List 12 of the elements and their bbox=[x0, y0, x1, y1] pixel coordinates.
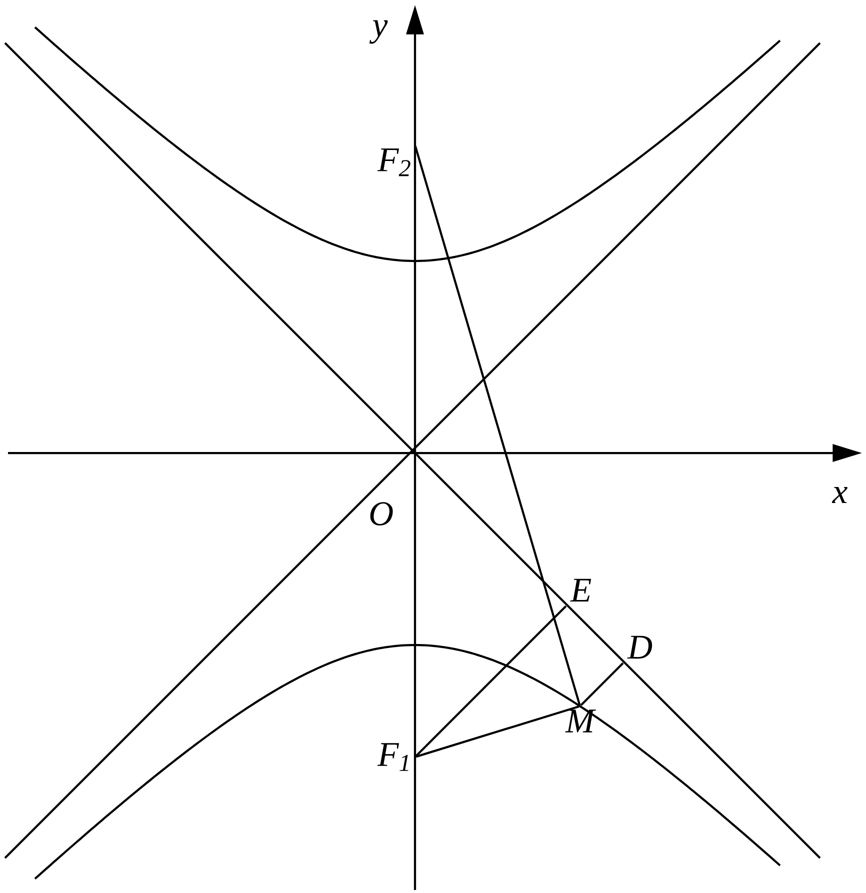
axis-label: y bbox=[369, 20, 388, 44]
point-label: F$_{2}$ bbox=[377, 148, 410, 176]
point-label: D bbox=[627, 636, 652, 659]
point-label: F$_{1}$ bbox=[377, 743, 408, 771]
point-label: E bbox=[570, 578, 592, 602]
point-label: O bbox=[370, 502, 393, 526]
axis-label: x bbox=[832, 487, 848, 503]
segment bbox=[415, 605, 567, 757]
segment bbox=[580, 662, 624, 706]
point-label: M bbox=[565, 710, 596, 732]
segment bbox=[416, 705, 580, 758]
segment bbox=[414, 146, 581, 706]
